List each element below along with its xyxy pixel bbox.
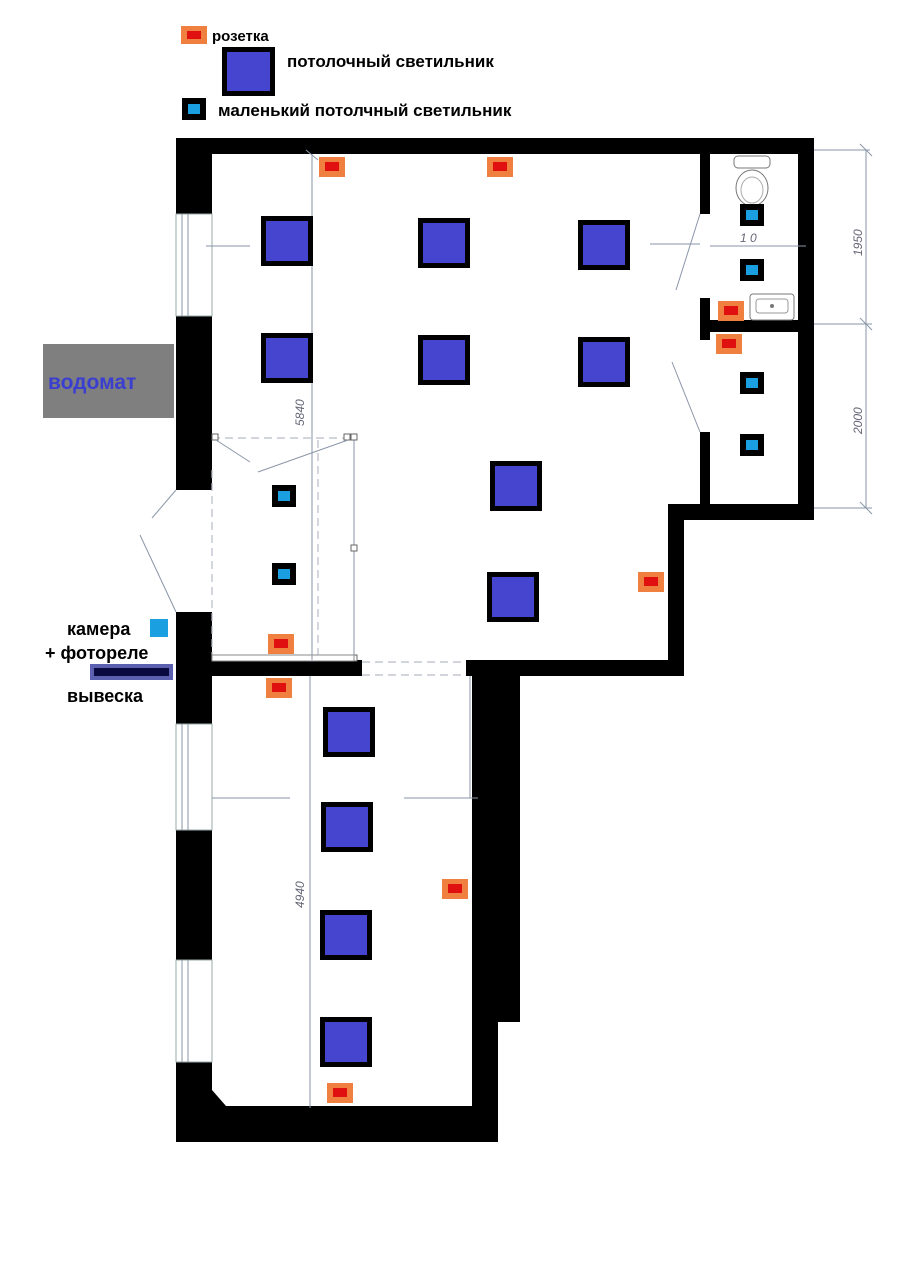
legend-socket-label: розетка — [212, 28, 269, 45]
legend-small-light-label: маленький потолчный светильник — [218, 101, 512, 120]
ceiling-light-icon — [261, 216, 313, 266]
ceiling-light-icon — [320, 910, 372, 960]
windows — [175, 213, 213, 1063]
small-ceiling-light-icon — [272, 563, 296, 585]
ceiling-light-icon — [418, 218, 470, 268]
camera-label: камера — [67, 619, 131, 639]
photorelay-label: + фотореле — [45, 643, 148, 663]
small-ceiling-lights — [272, 204, 764, 585]
ceiling-light-icon — [321, 802, 373, 852]
small-ceiling-light-icon — [740, 204, 764, 226]
small-ceiling-light-icon — [740, 372, 764, 394]
ceiling-lights — [261, 216, 630, 1067]
walls — [176, 138, 814, 1142]
socket-icon — [319, 157, 345, 177]
socket-icon — [268, 634, 294, 654]
socket-icon — [638, 572, 664, 592]
ceiling-light-icon — [323, 707, 375, 757]
small-ceiling-light-icon — [740, 434, 764, 456]
ceiling-light-icon — [490, 461, 542, 511]
socket-icon — [716, 334, 742, 354]
ceiling-light-icon — [578, 337, 630, 387]
socket-icon — [327, 1083, 353, 1103]
ceiling-light-icon — [320, 1017, 372, 1067]
legend: розетка потолочный светильник маленький … — [181, 26, 512, 120]
sockets — [266, 157, 744, 1103]
vodomat-label: водомат — [48, 371, 136, 394]
socket-icon — [487, 157, 513, 177]
vodomat-box — [43, 344, 174, 418]
small-ceiling-light-icon — [272, 485, 296, 507]
sink-icon — [749, 293, 795, 321]
ceiling-light-icon — [487, 572, 539, 622]
camera-marker-icon — [150, 619, 168, 637]
signboard-label: вывеска — [67, 686, 144, 706]
ceiling-light-icon — [418, 335, 470, 385]
dimension-bathroom: 1 0 — [740, 231, 757, 245]
ceiling-light-icon — [578, 220, 630, 270]
dimension-5840: 5840 — [293, 399, 307, 426]
dimension-2000: 2000 — [851, 407, 865, 435]
socket-icon — [718, 301, 744, 321]
socket-icon — [266, 678, 292, 698]
legend-ceiling-light-label: потолочный светильник — [287, 52, 494, 71]
ceiling-light-icon — [261, 333, 313, 383]
dimension-4940: 4940 — [293, 881, 307, 908]
small-ceiling-light-icon — [740, 259, 764, 281]
socket-icon — [442, 879, 468, 899]
dimension-1950: 1950 — [851, 229, 865, 256]
toilet-icon — [733, 155, 771, 207]
